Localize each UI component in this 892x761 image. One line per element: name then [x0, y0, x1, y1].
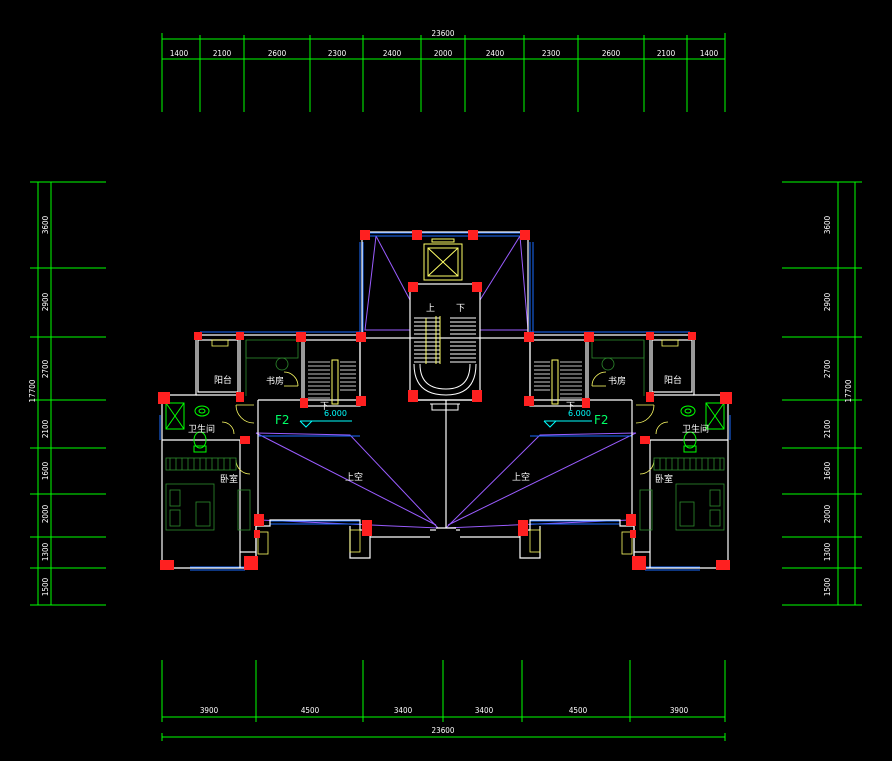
top-dim-5: 2400 — [383, 49, 402, 58]
bathroom-fixtures — [165, 402, 725, 453]
right-dim-4: 2100 — [823, 419, 832, 438]
dimension-lines — [30, 33, 862, 741]
right-stair-down-label: 下 — [566, 402, 575, 412]
top-dimension-texts: 23600 1400 2100 2600 2300 2400 2000 2400… — [170, 29, 719, 58]
right-dim-7: 1300 — [823, 542, 832, 561]
room-label-left-bedroom: 卧室 — [220, 473, 238, 485]
left-dimension-texts: 17700 3600 2900 2700 2100 1600 2000 1300… — [28, 215, 50, 596]
bottom-dimension-texts: 3900 4500 3400 3400 4500 3900 23600 — [200, 706, 689, 735]
left-dim-4: 2100 — [41, 419, 50, 438]
bottom-total-dimension: 23600 — [432, 726, 455, 735]
top-dim-10: 2100 — [657, 49, 676, 58]
room-label-left-study: 书房 — [266, 375, 284, 387]
left-floor-tag: F2 — [275, 413, 290, 427]
right-dim-6: 2000 — [823, 504, 832, 523]
room-label-left-balcony: 阳台 — [214, 374, 232, 386]
room-label-right-bedroom: 卧室 — [655, 473, 673, 485]
stair-down-label: 下 — [456, 304, 465, 314]
main-stair-handrail — [425, 316, 441, 364]
furniture — [165, 339, 725, 531]
top-dim-9: 2600 — [602, 49, 621, 58]
structural-columns — [158, 230, 732, 570]
bottom-dim-3: 3400 — [394, 706, 413, 715]
left-dim-6: 2000 — [41, 504, 50, 523]
stair-labels: 上 下 下 下 — [320, 303, 575, 412]
top-dim-8: 2300 — [542, 49, 561, 58]
right-dimension-texts: 17700 3600 2900 2700 2100 1600 2000 1300… — [823, 215, 853, 596]
bottom-dim-6: 3900 — [670, 706, 689, 715]
left-total-dimension: 17700 — [28, 379, 37, 402]
top-dim-3: 2600 — [268, 49, 287, 58]
floor-tags: F2 F2 6.000 6.000 — [275, 409, 609, 427]
top-dim-4: 2300 — [328, 49, 347, 58]
room-label-right-balcony: 阳台 — [664, 374, 682, 386]
walls — [161, 231, 729, 569]
right-dim-5: 1600 — [823, 461, 832, 480]
room-label-right-bathroom: 卫生间 — [682, 423, 709, 435]
left-dim-7: 1300 — [41, 542, 50, 561]
left-dim-8: 1500 — [41, 577, 50, 596]
stair-up-label: 上 — [426, 303, 435, 314]
left-dim-2: 2900 — [41, 292, 50, 311]
bottom-dim-5: 4500 — [569, 706, 588, 715]
void-lines — [255, 235, 637, 529]
right-secondary-stair — [534, 361, 582, 399]
top-dim-1: 1400 — [170, 49, 189, 58]
bottom-dim-2: 4500 — [301, 706, 320, 715]
top-dim-6: 2000 — [434, 49, 453, 58]
room-label-right-void: 上空 — [512, 471, 530, 483]
room-label-left-void: 上空 — [345, 471, 363, 483]
right-dim-1: 3600 — [823, 215, 832, 234]
right-total-dimension: 17700 — [844, 379, 853, 402]
level-markers — [299, 420, 592, 428]
elevator — [423, 238, 463, 281]
room-label-right-study: 书房 — [608, 375, 626, 387]
left-dim-1: 3600 — [41, 215, 50, 234]
left-level-mark: 6.000 — [324, 409, 347, 418]
right-level-mark: 6.000 — [568, 409, 591, 418]
top-dim-7: 2400 — [486, 49, 505, 58]
left-dim-5: 1600 — [41, 461, 50, 480]
service-boxes — [211, 339, 679, 555]
top-dim-2: 2100 — [213, 49, 232, 58]
right-dim-2: 2900 — [823, 292, 832, 311]
room-labels: 阳台 书房 卫生间 卧室 上空 上空 书房 阳台 卫生间 卧室 — [188, 374, 709, 485]
right-floor-tag: F2 — [594, 413, 609, 427]
bottom-dim-4: 3400 — [475, 706, 494, 715]
secondary-stair-rails — [331, 359, 559, 405]
room-label-left-bathroom: 卫生间 — [188, 423, 215, 435]
top-dim-11: 1400 — [700, 49, 719, 58]
left-stair-down-label: 下 — [320, 402, 329, 412]
left-secondary-stair — [308, 361, 356, 399]
right-dim-3: 2700 — [823, 359, 832, 378]
bottom-dim-1: 3900 — [200, 706, 219, 715]
top-total-dimension: 23600 — [432, 29, 455, 38]
right-dim-8: 1500 — [823, 577, 832, 596]
main-stair — [413, 317, 477, 411]
left-dim-3: 2700 — [41, 359, 50, 378]
